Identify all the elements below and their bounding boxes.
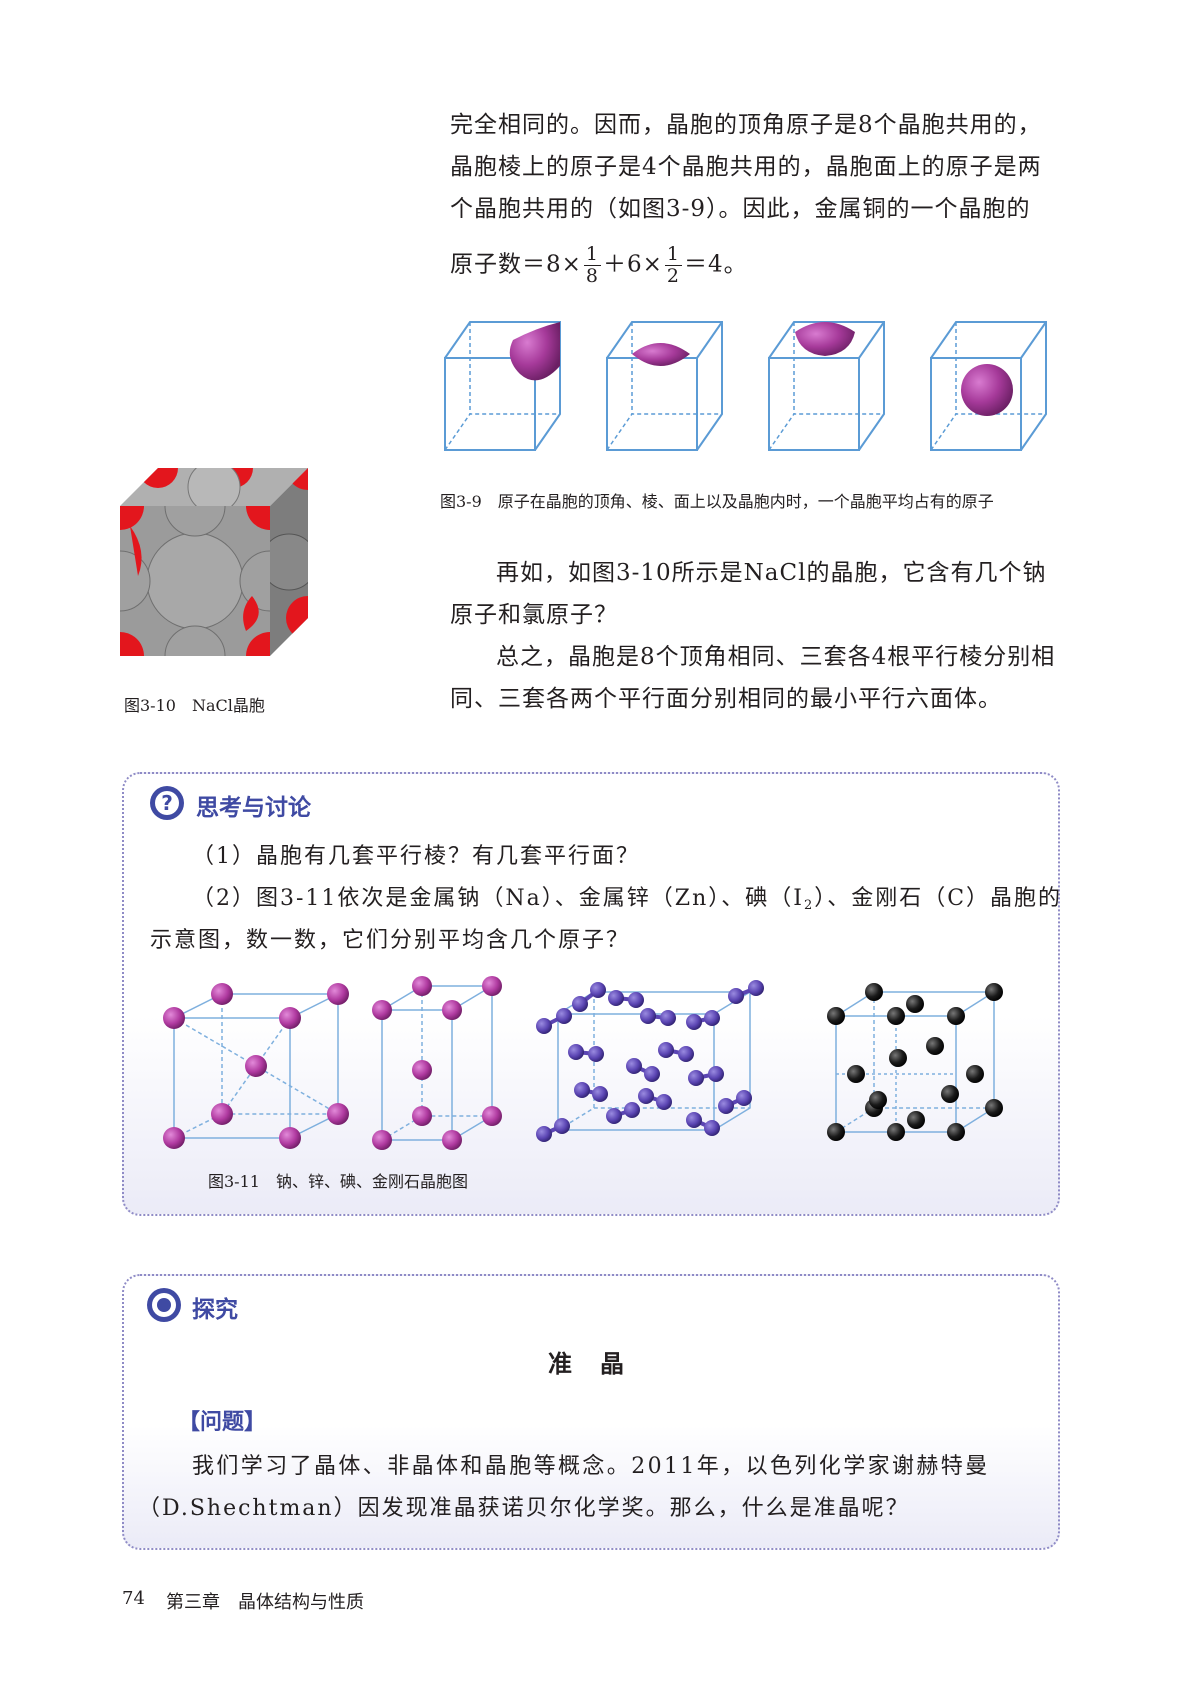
formula-suffix: ＝4。	[684, 251, 748, 278]
explore-box	[122, 1274, 1060, 1550]
cube-face-atom	[768, 321, 885, 451]
frac-numerator: 1	[583, 243, 601, 266]
figure-3-11-caption: 图3-11 钠、锌、碘、金刚石晶胞图	[208, 1172, 468, 1191]
figure-3-9-caption: 图3-9 原子在晶胞的顶角、棱、面上以及晶胞内时，一个晶胞平均占有的原子	[440, 492, 994, 511]
na-atoms	[163, 983, 349, 1149]
formula-mid: ＋6×	[603, 251, 663, 278]
text-line: 完全相同的。因而，晶胞的顶角原子是8个晶胞共用的，	[450, 112, 1042, 138]
target-icon	[147, 1288, 181, 1322]
text-line: 个晶胞共用的（如图3-9）。因此，金属铜的一个晶胞的	[450, 196, 1031, 222]
intro-paragraph: 完全相同的。因而，晶胞的顶角原子是8个晶胞共用的， 晶胞棱上的原子是4个晶胞共用…	[450, 104, 1070, 230]
iodine-atoms	[536, 980, 764, 1142]
figure-3-10-caption: 图3-10 NaCl晶胞	[124, 696, 265, 715]
chapter-title: 第三章 晶体结构与性质	[166, 1592, 364, 1613]
frac-denominator: 2	[666, 265, 680, 287]
paragraph-nacl-question: 再如，如图3-10所示是NaCl的晶胞，它含有几个钠原子和氯原子？	[450, 560, 1047, 628]
text-line: 晶胞棱上的原子是4个晶胞共用的，晶胞面上的原子是两	[450, 154, 1042, 180]
cube-edge-atom	[606, 321, 723, 451]
discussion-q2: （2）图3-11依次是金属钠（Na）、金属锌（Zn）、碘（I2）、金刚石（C）晶…	[192, 878, 1062, 927]
diamond-atoms	[827, 983, 1003, 1141]
discussion-title: 思考与讨论	[196, 795, 311, 821]
zn-atoms	[372, 976, 502, 1150]
figure-3-9	[444, 321, 1047, 451]
figure-3-10-nacl-cell	[120, 468, 308, 656]
cube-inner-atom	[930, 321, 1047, 451]
formula-prefix: 原子数＝8×	[450, 251, 582, 278]
frac-denominator: 8	[585, 265, 599, 287]
explore-heading: 准 晶	[548, 1349, 626, 1378]
explore-text-line1: 我们学习了晶体、非晶体和晶胞等概念。2011年，以色列化学家谢赫特曼	[192, 1454, 990, 1479]
discussion-q2-line2: 示意图，数一数，它们分别平均含几个原子？	[150, 928, 631, 953]
svg-text:?: ?	[161, 791, 173, 815]
page-number: 74	[122, 1588, 145, 1609]
discussion-q1: （1）晶胞有几套平行棱？有几套平行面？	[192, 844, 640, 869]
explore-text-line2: （D.Shechtman）因发现准晶获诺贝尔化学奖。那么，什么是准晶呢？	[138, 1496, 910, 1521]
figure-3-11	[163, 976, 1003, 1150]
paragraph-summary: 总之，晶胞是8个顶角相同、三套各4根平行棱分别相同、三套各两个平行面分别相同的最…	[450, 644, 1056, 712]
q2-text: （2）图3-11依次是金属钠（Na）、金属锌（Zn）、碘（I	[192, 886, 804, 911]
subscript: 2	[803, 898, 815, 913]
question-label: 【问题】	[178, 1410, 267, 1435]
question-icon: ?	[150, 786, 184, 820]
q2-text: ）、金刚石（C）晶胞的	[814, 886, 1063, 911]
explore-title: 探究	[192, 1297, 238, 1323]
zn-cell	[381, 985, 493, 1141]
frac-numerator: 1	[664, 243, 682, 266]
cube-corner-atom	[444, 321, 561, 451]
